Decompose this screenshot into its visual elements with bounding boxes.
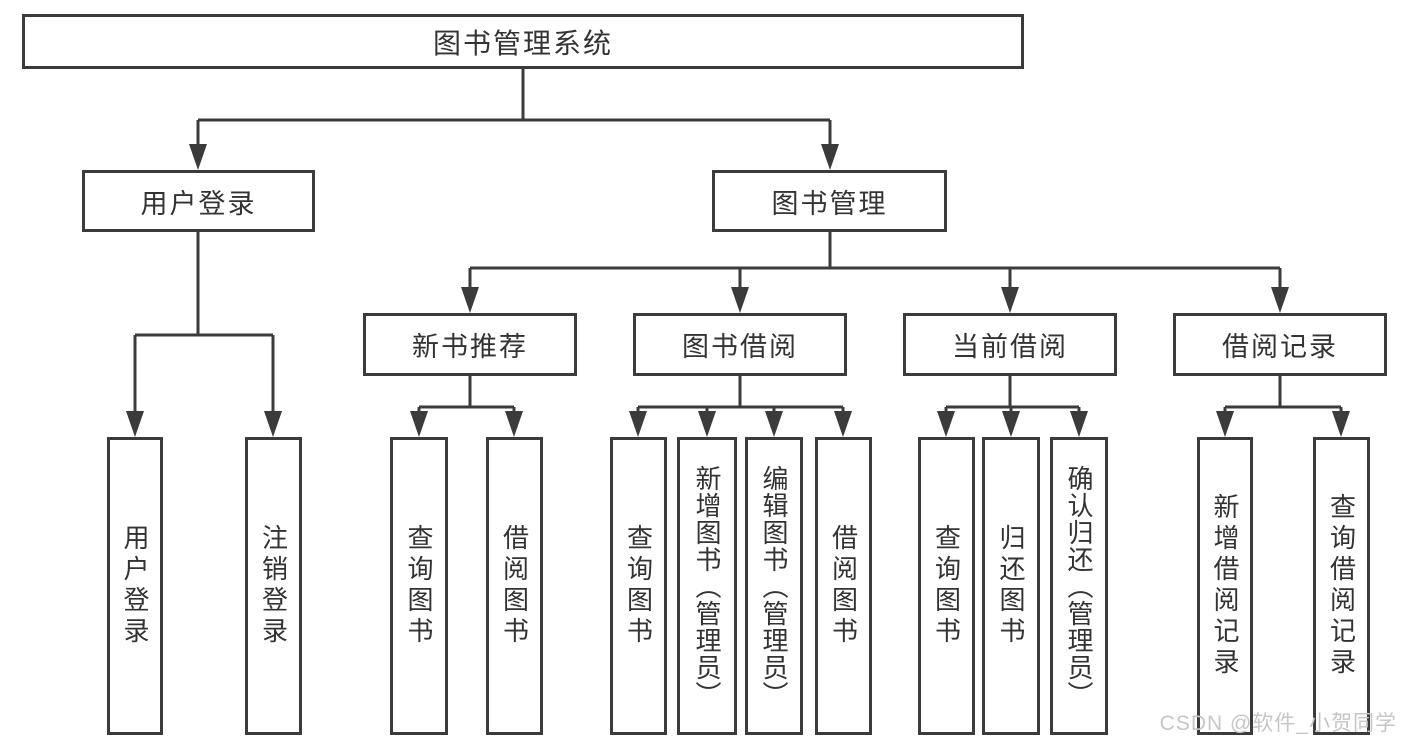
leaf-cb-query-books-label: 查询图书 bbox=[931, 524, 962, 648]
node-root-system-label: 图书管理系统 bbox=[432, 27, 613, 59]
leaf-bb-query-books: 查询图书 bbox=[610, 437, 667, 735]
node-borrow-record-label: 借阅记录 bbox=[1222, 332, 1338, 362]
leaf-bb-add-books: 新增图书（管理员） bbox=[677, 437, 737, 735]
connector-book-mgmt-branch bbox=[468, 232, 1282, 303]
node-borrow-record: 借阅记录 bbox=[1173, 313, 1387, 376]
node-user-login: 用户登录 bbox=[82, 170, 315, 232]
arrowhead-br-add bbox=[1216, 411, 1234, 437]
leaf-nbr-query-books: 查询图书 bbox=[390, 437, 448, 735]
leaf-nbr-query-books-label: 查询图书 bbox=[404, 524, 434, 648]
leaf-br-add-record: 新增借阅记录 bbox=[1197, 437, 1253, 735]
arrowhead-cb-return bbox=[1002, 411, 1020, 437]
leaf-bb-edit-books-label: 编辑图书（管理员） bbox=[759, 464, 789, 708]
leaf-nbr-borrow-books-label: 借阅图书 bbox=[499, 524, 530, 648]
arrowhead-user-login bbox=[189, 144, 207, 170]
csdn-watermark: CSDN @软件_小贺同学 bbox=[1159, 712, 1397, 735]
leaf-br-query-record-label: 查询借阅记录 bbox=[1326, 493, 1357, 679]
node-current-borrow: 当前借阅 bbox=[903, 313, 1117, 376]
arrowhead-login-leaf bbox=[126, 411, 144, 437]
node-new-book-rec: 新书推荐 bbox=[363, 313, 577, 376]
connector-borrow-record-leaves bbox=[1223, 376, 1343, 427]
leaf-br-query-record: 查询借阅记录 bbox=[1313, 437, 1370, 735]
leaf-bb-borrow-books: 借阅图书 bbox=[815, 437, 872, 735]
node-book-borrow-label: 图书借阅 bbox=[682, 332, 798, 362]
leaf-cb-confirm-return-label: 确认归还（管理员） bbox=[1064, 464, 1094, 708]
node-root-system: 图书管理系统 bbox=[22, 14, 1024, 69]
node-book-mgmt: 图书管理 bbox=[712, 170, 947, 232]
node-book-borrow: 图书借阅 bbox=[633, 313, 847, 376]
arrowhead-book-borrow bbox=[731, 287, 749, 313]
node-new-book-rec-label: 新书推荐 bbox=[412, 332, 528, 362]
leaf-cb-confirm-return: 确认归还（管理员） bbox=[1050, 437, 1108, 735]
arrowhead-nbr-borrow bbox=[505, 411, 523, 437]
arrowhead-nbr-query bbox=[410, 411, 428, 437]
leaf-cb-query-books: 查询图书 bbox=[918, 437, 975, 735]
arrowhead-new-book-rec bbox=[461, 287, 479, 313]
arrowhead-bb-edit bbox=[765, 411, 783, 437]
leaf-cb-return-books-label: 归还图书 bbox=[996, 524, 1026, 648]
arrowhead-current-borrow bbox=[1001, 287, 1019, 313]
leaf-nbr-borrow-books: 借阅图书 bbox=[486, 437, 543, 735]
arrowhead-bb-add bbox=[698, 411, 716, 437]
connector-book-borrow-leaves bbox=[636, 376, 845, 427]
arrowhead-borrow-record bbox=[1271, 287, 1289, 313]
leaf-user-login-label: 用户登录 bbox=[120, 524, 150, 648]
leaf-cb-return-books: 归还图书 bbox=[982, 437, 1040, 735]
leaf-bb-borrow-books-label: 借阅图书 bbox=[828, 524, 859, 648]
leaf-bb-add-books-label: 新增图书（管理员） bbox=[692, 464, 722, 708]
node-book-mgmt-label: 图书管理 bbox=[771, 188, 888, 219]
leaf-bb-query-books-label: 查询图书 bbox=[623, 524, 654, 648]
leaf-logout: 注销登录 bbox=[245, 437, 302, 735]
arrowhead-bb-query bbox=[629, 411, 647, 437]
arrowhead-book-mgmt bbox=[821, 144, 839, 170]
arrowhead-bb-borrow bbox=[834, 411, 852, 437]
leaf-user-login: 用户登录 bbox=[107, 437, 163, 735]
arrowhead-br-query bbox=[1332, 411, 1350, 437]
connector-root-to-level2 bbox=[196, 69, 832, 160]
arrowhead-cb-query bbox=[937, 411, 955, 437]
node-user-login-label: 用户登录 bbox=[140, 188, 257, 219]
connector-new-book-rec-leaves bbox=[417, 376, 516, 427]
leaf-logout-label: 注销登录 bbox=[258, 524, 289, 648]
arrowhead-logout-leaf bbox=[264, 411, 282, 437]
arrowhead-cb-confirm bbox=[1070, 411, 1088, 437]
leaf-br-add-record-label: 新增借阅记录 bbox=[1210, 493, 1240, 679]
node-current-borrow-label: 当前借阅 bbox=[952, 332, 1068, 362]
leaf-bb-edit-books: 编辑图书（管理员） bbox=[745, 437, 803, 735]
connector-user-login-branch bbox=[133, 232, 275, 427]
